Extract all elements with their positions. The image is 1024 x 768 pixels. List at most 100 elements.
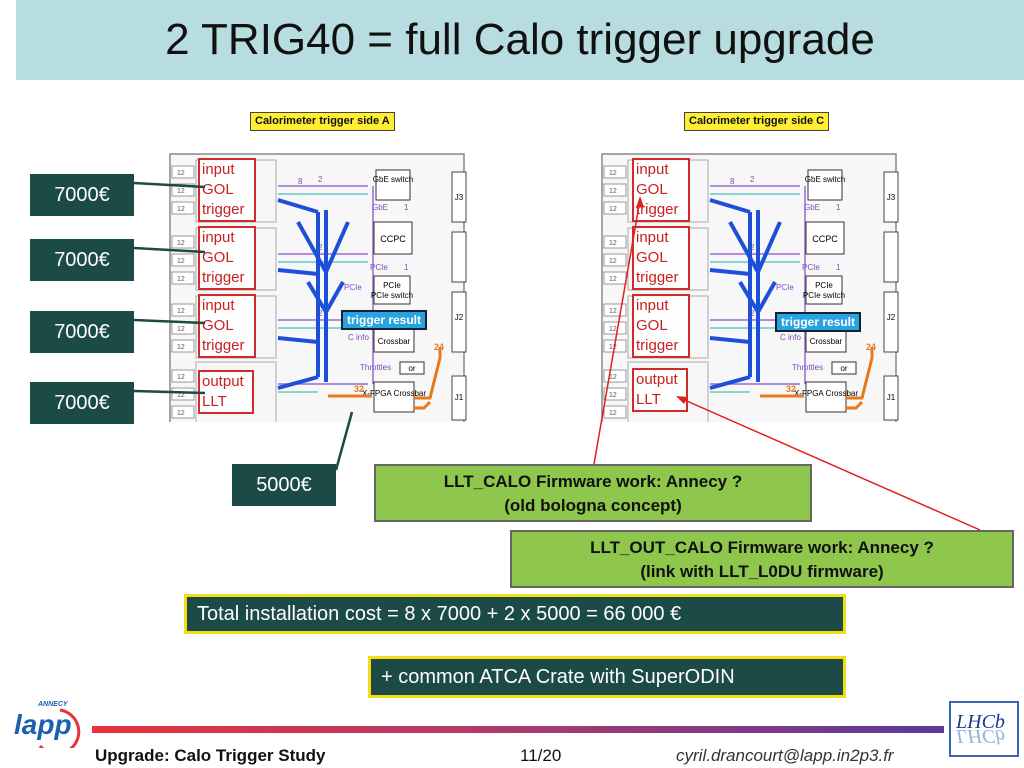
slide-title: 2 TRIG40 = full Calo trigger upgrade [165, 15, 875, 64]
footer-divider [92, 726, 944, 733]
svg-text:24: 24 [434, 342, 444, 352]
trigger-result-a: trigger result [341, 310, 428, 330]
svg-text:12: 12 [609, 410, 617, 417]
svg-text:12: 12 [609, 392, 617, 399]
side-a-label: Calorimeter trigger side A [250, 112, 395, 131]
svg-text:8: 8 [730, 177, 735, 186]
module-c-2: input GOL trigger [632, 226, 690, 290]
svg-text:32: 32 [354, 384, 364, 394]
svg-text:J1: J1 [887, 393, 896, 402]
svg-text:12: 12 [177, 410, 185, 417]
price-label-1: 7000€ [30, 174, 134, 216]
footer-title: Upgrade: Calo Trigger Study [95, 746, 326, 765]
svg-text:GbE: GbE [804, 203, 820, 212]
svg-text:12: 12 [177, 206, 185, 213]
svg-text:PCIe: PCIe [776, 283, 794, 292]
svg-text:12: 12 [177, 344, 185, 351]
svg-text:12: 12 [609, 240, 617, 247]
module-a-output: output LLT [198, 370, 254, 414]
llt-out-calo-note: LLT_OUT_CALO Firmware work: Annecy ? (li… [510, 530, 1014, 588]
svg-text:PCIe: PCIe [383, 281, 401, 290]
svg-text:or: or [840, 364, 847, 373]
svg-text:12: 12 [609, 258, 617, 265]
svg-text:12: 12 [609, 344, 617, 351]
svg-text:GbE switch: GbE switch [805, 175, 845, 184]
svg-text:GbE: GbE [372, 203, 388, 212]
svg-text:12: 12 [177, 392, 185, 399]
svg-text:12: 12 [609, 188, 617, 195]
svg-text:J1: J1 [455, 393, 464, 402]
svg-text:24: 24 [866, 342, 876, 352]
svg-text:C info: C info [348, 333, 369, 342]
svg-text:12: 12 [177, 240, 185, 247]
svg-text:8: 8 [298, 177, 303, 186]
svg-text:12: 12 [177, 374, 185, 381]
total-cost-banner: Total installation cost = 8 x 7000 + 2 x… [184, 594, 846, 634]
svg-text:2: 2 [318, 309, 323, 318]
svg-text:12: 12 [177, 188, 185, 195]
gbe-switch-label: GbE switch [373, 175, 413, 184]
svg-text:1: 1 [836, 203, 841, 212]
svg-text:CCPC: CCPC [380, 234, 406, 244]
title-bar: 2 TRIG40 = full Calo trigger upgrade [16, 0, 1024, 80]
crate-price-label: 5000€ [232, 464, 336, 506]
module-a-3: input GOL trigger [198, 294, 256, 358]
svg-text:J2: J2 [455, 313, 464, 322]
module-a-1: input GOL trigger [198, 158, 256, 222]
svg-text:Throttles: Throttles [792, 363, 823, 372]
svg-text:1: 1 [404, 263, 409, 272]
svg-text:12: 12 [609, 206, 617, 213]
price-label-3: 7000€ [30, 311, 134, 353]
svg-text:12: 12 [177, 258, 185, 265]
svg-text:PCIe: PCIe [344, 283, 362, 292]
svg-text:X-FPGA Crossbar: X-FPGA Crossbar [794, 389, 858, 398]
page-number: 11/20 [520, 746, 562, 765]
svg-text:ANNECY: ANNECY [37, 701, 69, 708]
svg-text:LHCb: LHCb [955, 725, 1005, 747]
svg-text:X-FPGA Crossbar: X-FPGA Crossbar [362, 389, 426, 398]
price-label-2: 7000€ [30, 239, 134, 281]
svg-text:J2: J2 [887, 313, 896, 322]
svg-text:Crossbar: Crossbar [810, 337, 843, 346]
price-label-4: 7000€ [30, 382, 134, 424]
lhcb-logo: LHCb LHCb [949, 701, 1019, 757]
svg-text:PCIe: PCIe [815, 281, 833, 290]
llt-calo-note: LLT_CALO Firmware work: Annecy ? (old bo… [374, 464, 812, 522]
svg-text:12: 12 [609, 170, 617, 177]
svg-text:lapp: lapp [14, 709, 72, 740]
svg-text:C info: C info [780, 333, 801, 342]
lapp-logo: ANNECY lapp [14, 701, 81, 748]
svg-text:J3: J3 [455, 193, 464, 202]
svg-text:Crossbar: Crossbar [378, 337, 411, 346]
svg-text:1: 1 [836, 263, 841, 272]
svg-text:12: 12 [609, 374, 617, 381]
svg-text:12: 12 [609, 276, 617, 283]
svg-text:12: 12 [609, 308, 617, 315]
module-a-2: input GOL trigger [198, 226, 256, 290]
trigger-result-c: trigger result [775, 312, 862, 332]
svg-text:Throttles: Throttles [360, 363, 391, 372]
svg-text:CCPC: CCPC [812, 234, 838, 244]
svg-text:12: 12 [177, 326, 185, 333]
svg-text:2: 2 [318, 243, 323, 252]
svg-text:12: 12 [177, 170, 185, 177]
svg-text:2: 2 [750, 309, 755, 318]
module-c-3: input GOL trigger [632, 294, 690, 358]
side-c-label: Calorimeter trigger side C [684, 112, 830, 131]
svg-text:2: 2 [750, 175, 755, 184]
module-c-output: output LLT [632, 368, 688, 412]
module-c-1: input GOL trigger [632, 158, 690, 222]
svg-text:1: 1 [404, 203, 409, 212]
svg-text:12: 12 [177, 308, 185, 315]
svg-text:or: or [408, 364, 415, 373]
svg-text:2: 2 [318, 175, 323, 184]
svg-text:PCIe: PCIe [802, 263, 820, 272]
svg-text:2: 2 [750, 243, 755, 252]
svg-text:PCIe: PCIe [370, 263, 388, 272]
author-email: cyril.drancourt@lapp.in2p3.fr [676, 746, 894, 765]
svg-text:PCIe switch: PCIe switch [371, 291, 413, 300]
svg-text:12: 12 [609, 326, 617, 333]
svg-text:LHCb: LHCb [955, 711, 1005, 733]
svg-text:12: 12 [177, 276, 185, 283]
svg-text:J3: J3 [887, 193, 896, 202]
